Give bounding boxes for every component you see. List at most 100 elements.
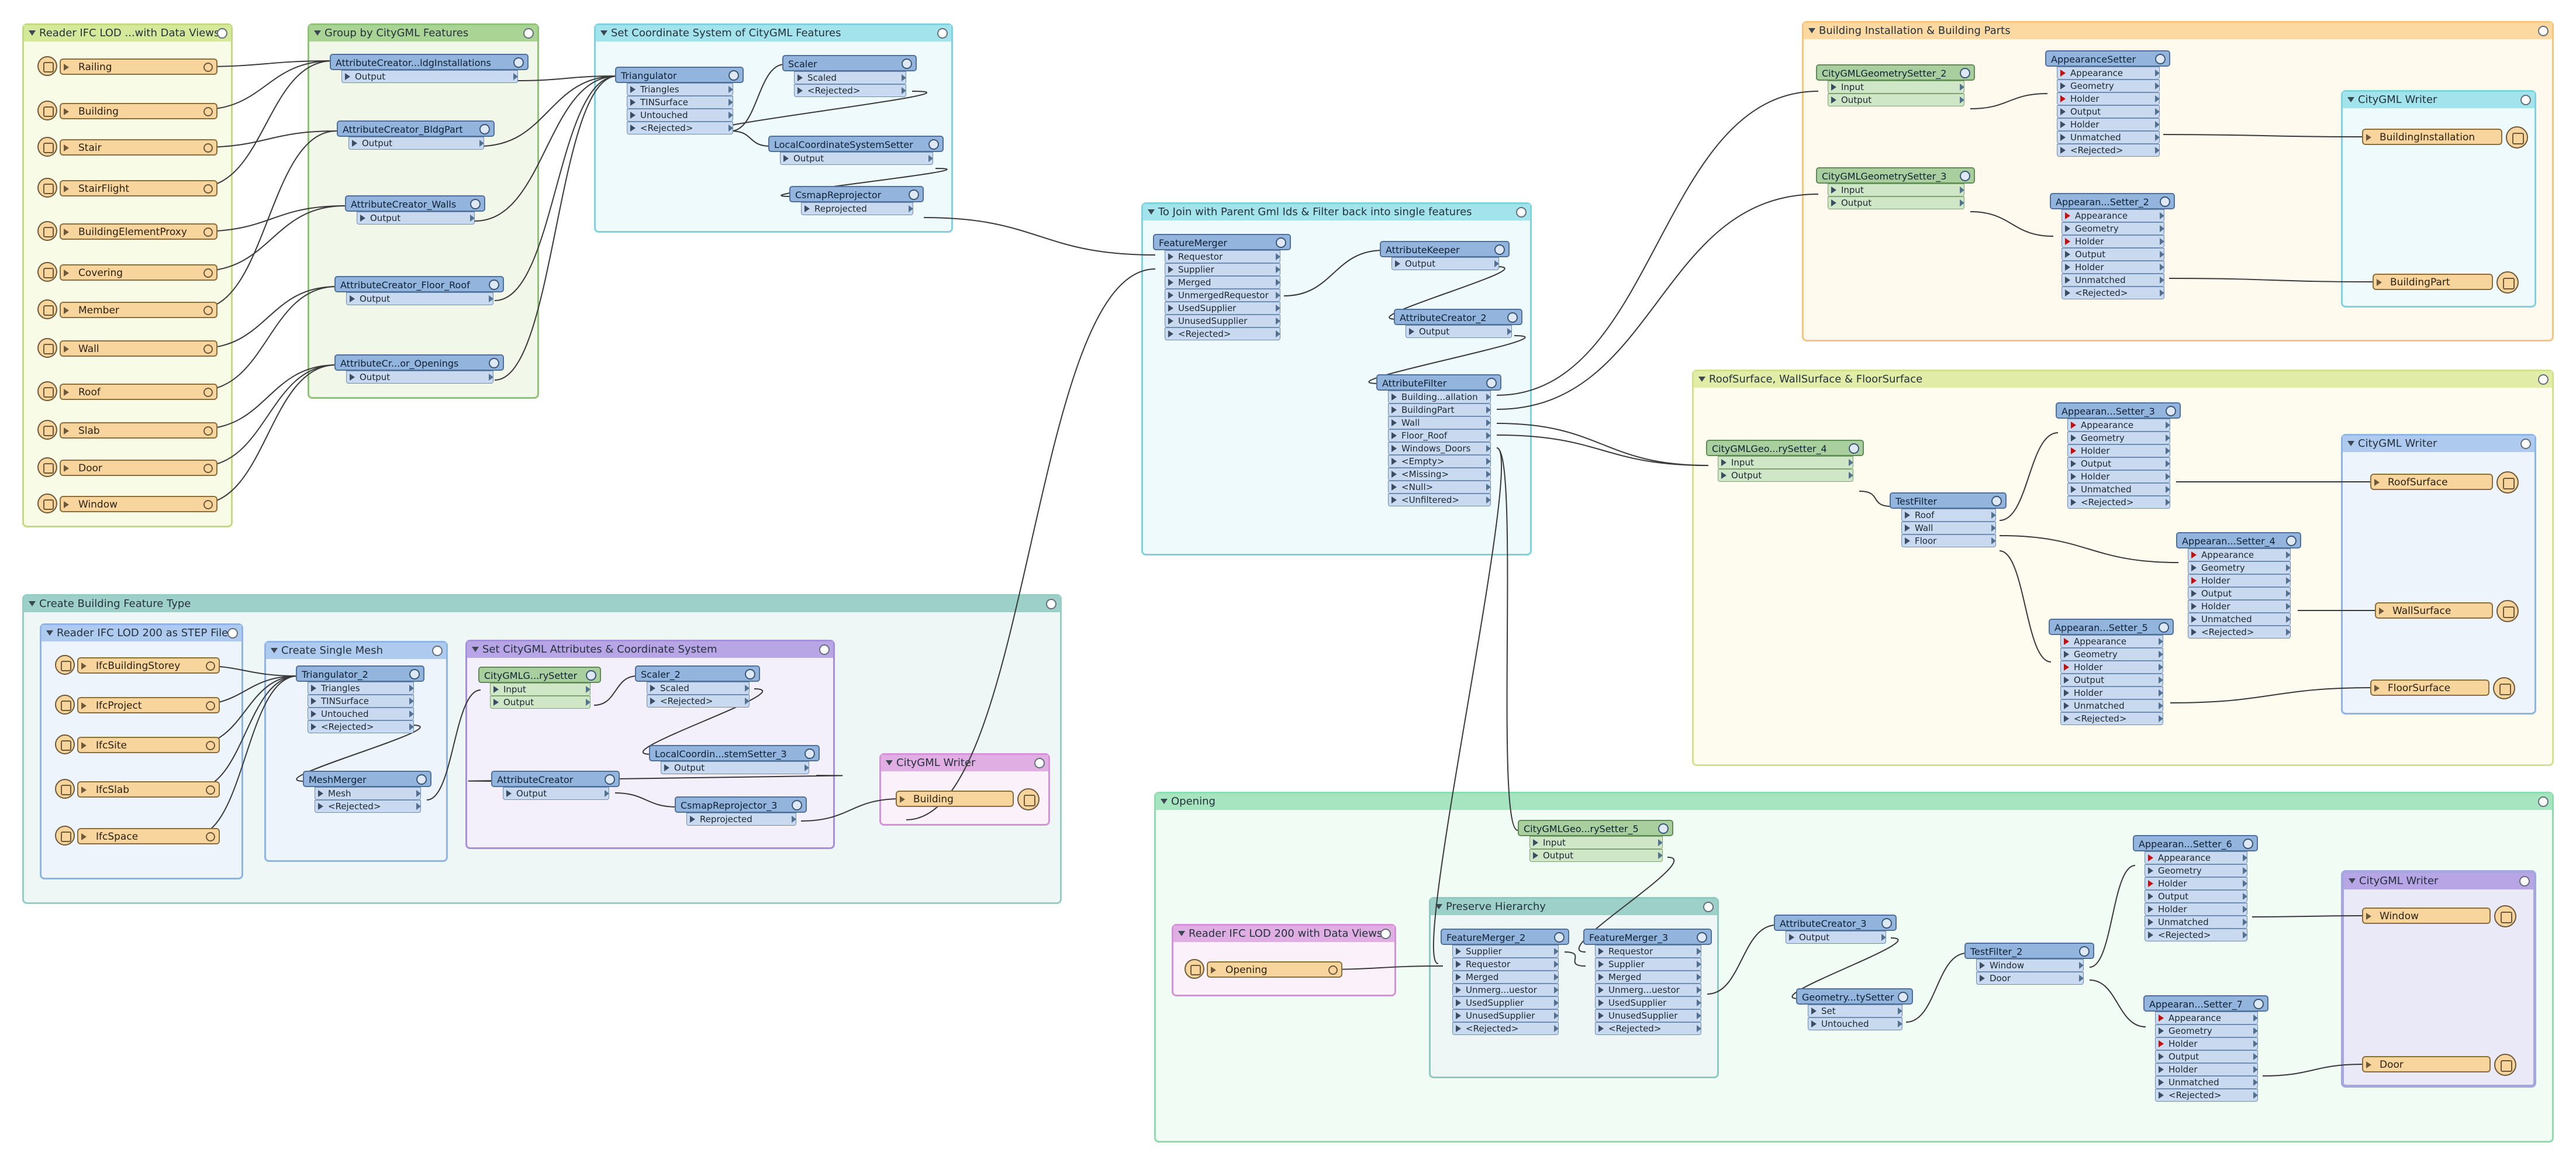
gear-icon[interactable] [203, 344, 213, 354]
output-port[interactable]: <Missing> [1388, 468, 1491, 481]
transformer-appearancesetter-5[interactable]: Appearan...Setter_5 Appearance Geometry … [2049, 619, 2174, 725]
gear-icon[interactable] [489, 280, 499, 290]
output-port[interactable]: Output [1406, 325, 1512, 338]
gear-icon[interactable] [523, 28, 534, 39]
writer-feature-type[interactable]: WallSurface [2375, 599, 2519, 622]
output-port[interactable]: Floor_Roof [1388, 429, 1491, 442]
gear-icon[interactable] [206, 741, 215, 750]
gear-icon[interactable] [206, 661, 215, 671]
gear-icon[interactable] [902, 58, 912, 69]
input-port[interactable]: Geometry [2062, 222, 2164, 235]
gear-icon[interactable] [792, 800, 802, 810]
input-port[interactable]: Holder [2145, 877, 2247, 890]
output-port[interactable]: UnusedSupplier [1165, 315, 1280, 327]
transformer-featuremerger-2[interactable]: FeatureMerger_2 Supplier Requestor Merge… [1441, 929, 1569, 1035]
gear-icon[interactable] [203, 268, 213, 278]
input-port[interactable]: Supplier [1452, 945, 1559, 958]
transformer-appearancesetter-2[interactable]: Appearan...Setter_2 Appearance Geometry … [2050, 193, 2175, 299]
transformer-attributecreator-installations[interactable]: AttributeCreator...ldgInstallations Outp… [330, 54, 529, 83]
gear-icon[interactable] [2253, 999, 2264, 1009]
output-port[interactable]: Triangles [627, 83, 733, 96]
output-port[interactable]: Output [1529, 849, 1663, 862]
output-port[interactable]: Merged [1452, 971, 1559, 984]
gear-icon[interactable] [2159, 622, 2169, 633]
transformer-csmapreprojector-3[interactable]: CsmapReprojector_3 Reprojected [675, 796, 807, 826]
transformer-featuremerger-3[interactable]: FeatureMerger_3 Requestor Supplier Merge… [1583, 929, 1712, 1035]
writer-feature-type[interactable]: Building [896, 787, 1040, 810]
output-port[interactable]: Output [503, 787, 609, 800]
output-port[interactable]: Triangles [308, 682, 414, 695]
collapse-icon[interactable] [2347, 97, 2354, 102]
input-port[interactable]: Appearance [2145, 851, 2247, 864]
output-port[interactable]: UnmergedRequestor [1165, 289, 1280, 302]
gear-icon[interactable] [1276, 237, 1286, 248]
collapse-icon[interactable] [29, 30, 36, 36]
output-port[interactable]: Scaled [647, 682, 750, 695]
gear-icon[interactable] [2286, 536, 2297, 546]
transformer-citygmlgeometrysetter-5[interactable]: CityGMLGeo...rySetter_5 Input Output [1518, 820, 1673, 862]
gear-icon[interactable] [203, 464, 213, 473]
output-port[interactable]: <Rejected> [627, 122, 733, 134]
gear-icon[interactable] [605, 774, 615, 785]
gear-icon[interactable] [489, 358, 499, 368]
output-port[interactable]: Unmatched [2060, 699, 2163, 712]
input-port[interactable]: Holder [2062, 235, 2164, 248]
transformer-testfilter-2[interactable]: TestFilter_2 Window Door [1964, 943, 2094, 985]
input-port[interactable]: Input [1828, 184, 1964, 196]
output-port[interactable]: BuildingPart [1388, 403, 1491, 416]
output-port[interactable]: <Rejected> [1165, 327, 1280, 340]
output-port[interactable]: Untouched [308, 708, 414, 720]
output-port[interactable]: Output [2145, 890, 2247, 903]
collapse-icon[interactable] [472, 647, 479, 652]
gear-icon[interactable] [513, 57, 524, 68]
output-port[interactable]: Reprojected [801, 202, 913, 215]
gear-icon[interactable] [203, 227, 213, 237]
input-port[interactable]: Geometry [2067, 432, 2170, 444]
output-port[interactable]: Untouched [627, 109, 733, 122]
input-port[interactable]: Appearance [2188, 548, 2291, 561]
output-port[interactable]: <Rejected> [2155, 1089, 2258, 1102]
output-port[interactable]: Holder [2188, 600, 2291, 613]
reader-feature-type[interactable]: Wall [37, 337, 225, 358]
output-port[interactable]: <Rejected> [2062, 287, 2164, 299]
output-port[interactable]: Unmatched [2145, 916, 2247, 929]
reader-feature-type[interactable]: Roof [37, 380, 225, 401]
transformer-attributecreator-openings[interactable]: AttributeCr...or_Openings Output [334, 354, 504, 384]
gear-icon[interactable] [1658, 823, 1669, 834]
output-port[interactable]: <Rejected> [2057, 144, 2160, 157]
gear-icon[interactable] [2520, 439, 2531, 449]
gear-icon[interactable] [1494, 244, 1505, 255]
output-port[interactable]: Output [348, 137, 484, 150]
collapse-icon[interactable] [46, 630, 53, 636]
bookmark-reader-opening[interactable]: Reader IFC LOD 200 with Data Views [1172, 924, 1396, 996]
gear-icon[interactable] [1703, 902, 1714, 912]
output-port[interactable]: <Rejected> [2188, 626, 2291, 639]
input-port[interactable]: Geometry [2057, 80, 2160, 92]
gear-icon[interactable] [1486, 378, 1497, 388]
output-port[interactable]: <Rejected> [1452, 1022, 1559, 1035]
transformer-attributecreator-walls[interactable]: AttributeCreator_Walls Output [345, 195, 485, 225]
output-port[interactable]: Wall [1388, 416, 1491, 429]
transformer-appearancesetter-7[interactable]: Appearan...Setter_7 Appearance Geometry … [2143, 995, 2268, 1102]
output-port[interactable]: Output [2188, 587, 2291, 600]
output-port[interactable]: Unmatched [2188, 613, 2291, 626]
gear-icon[interactable] [203, 63, 213, 72]
collapse-icon[interactable] [314, 30, 321, 36]
reader-feature-type[interactable]: IfcSpace [55, 825, 242, 846]
reader-feature-type[interactable]: IfcSite [55, 733, 242, 754]
transformer-attributecreator-2[interactable]: AttributeCreator_2 Output [1394, 309, 1522, 338]
output-port[interactable]: <Rejected> [2060, 712, 2163, 725]
transformer-attributecreator[interactable]: AttributeCreator Output [491, 771, 620, 800]
collapse-icon[interactable] [1161, 799, 1168, 804]
gear-icon[interactable] [1849, 443, 1859, 454]
output-port[interactable]: Roof [1901, 509, 1996, 522]
output-port[interactable]: Unmatched [2067, 483, 2170, 496]
writer-feature-type[interactable]: FloorSurface [2370, 676, 2515, 699]
output-port[interactable]: Output [1391, 257, 1499, 270]
collapse-icon[interactable] [1435, 904, 1442, 909]
collapse-icon[interactable] [1148, 209, 1155, 215]
output-port[interactable]: UsedSupplier [1165, 302, 1280, 315]
gear-icon[interactable] [1328, 965, 1338, 975]
gear-icon[interactable] [2155, 54, 2166, 64]
gear-icon[interactable] [203, 388, 213, 397]
